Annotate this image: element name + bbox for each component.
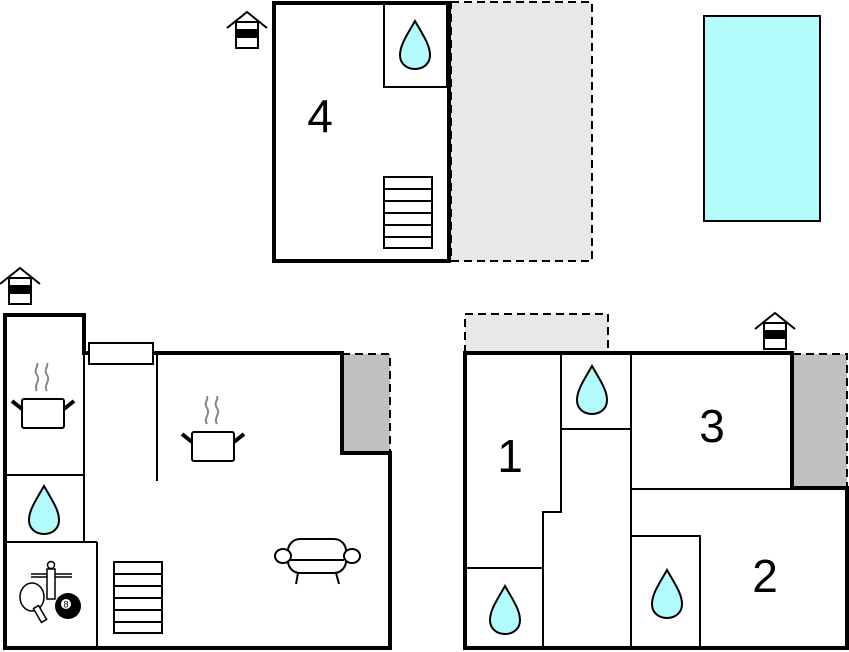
bathroom-upper [383,2,448,88]
room-1-label: 1 [497,430,523,482]
stairs-icon [113,561,163,634]
window [88,342,154,365]
room-4-label: 4 [307,90,333,142]
water-drop-icon [28,485,60,535]
lower-right-walls [463,351,849,650]
terrace-upper [450,1,593,262]
water-drop-icon [489,585,521,635]
cooking-pot-icon [10,361,76,430]
terrace-lower-left [341,353,391,454]
house-entrance-icon [226,11,268,49]
game-room-icon: 8 [19,560,81,624]
house-entrance-icon [754,312,796,350]
water-drop-icon [576,365,608,415]
building-lower-right: 1 3 2 [463,312,849,650]
house-entrance-icon [0,267,41,305]
water-drop-icon [651,569,683,619]
stairs-icon [383,176,433,249]
building-upper: 4 [226,1,593,263]
ball-number: 8 [63,600,68,610]
building-lower-left: 8 [0,267,392,650]
terrace-lower-right-side [792,353,848,489]
room-3-label: 3 [699,400,725,452]
lower-left-walls [3,313,392,650]
cooking-pot-icon [180,394,246,463]
terrace-lower-right-top [464,313,609,354]
sofa-icon [274,538,361,585]
room-2-label: 2 [752,550,778,602]
swimming-pool [703,15,821,222]
